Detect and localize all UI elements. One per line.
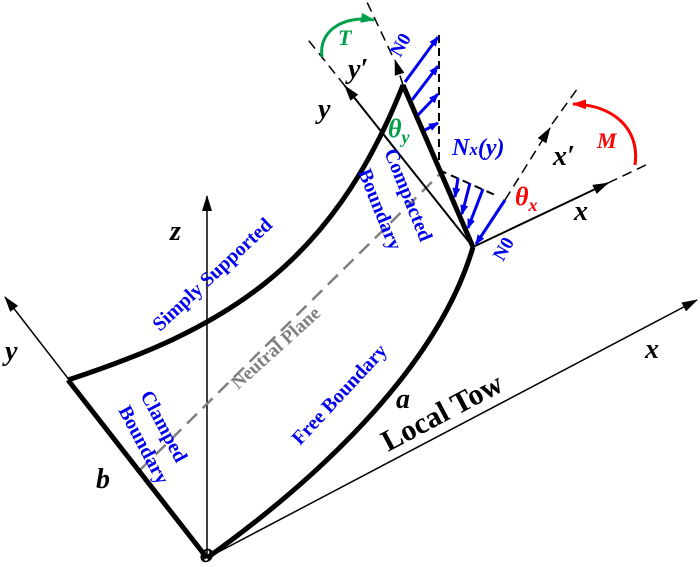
torque-label: T [338, 25, 353, 50]
force-arrows [403, 36, 507, 245]
free-edge [205, 246, 476, 561]
local-y-label: y [315, 94, 331, 125]
moment-label: M [596, 128, 618, 153]
local-y-axis-ext [304, 35, 346, 87]
global-x-axis [206, 299, 698, 559]
free-boundary-label: Free Boundary [288, 340, 392, 449]
neutral-plane-line [139, 171, 443, 471]
local-x-axis [472, 182, 609, 248]
force-envelope-bottom [438, 169, 496, 196]
n0-bottom-label: N0 [489, 234, 519, 265]
length-a-label: a [396, 384, 410, 415]
global-y-label: y [2, 336, 18, 367]
local-y-axis [344, 85, 474, 248]
local-x-label: x [573, 196, 588, 227]
torque-arc [320, 12, 375, 58]
y-prime-axis [394, 59, 405, 86]
z-axis-label: z [169, 216, 181, 247]
clamped-edge [66, 378, 209, 560]
theta-x-label: θx [515, 182, 538, 215]
simply-supported-edge [67, 84, 406, 383]
global-x-label: x [644, 334, 659, 365]
moment-arc [572, 99, 638, 166]
x-prime-label: x′ [552, 141, 575, 172]
width-b-label: b [96, 464, 110, 495]
y-prime-axis-ext [365, 0, 393, 56]
neutral-plane-label: Neutral Plane [227, 303, 325, 394]
nx-label: Nx(y) [451, 135, 504, 161]
n0-top-label: N0 [386, 30, 416, 61]
theta-y-label: θy [388, 114, 411, 147]
x-prime-axis-ext [551, 84, 581, 125]
origin-label: o [200, 538, 214, 567]
x-prime-axis [504, 127, 551, 201]
y-prime-label: y′ [345, 54, 368, 85]
local-x-axis-ext [607, 163, 649, 184]
